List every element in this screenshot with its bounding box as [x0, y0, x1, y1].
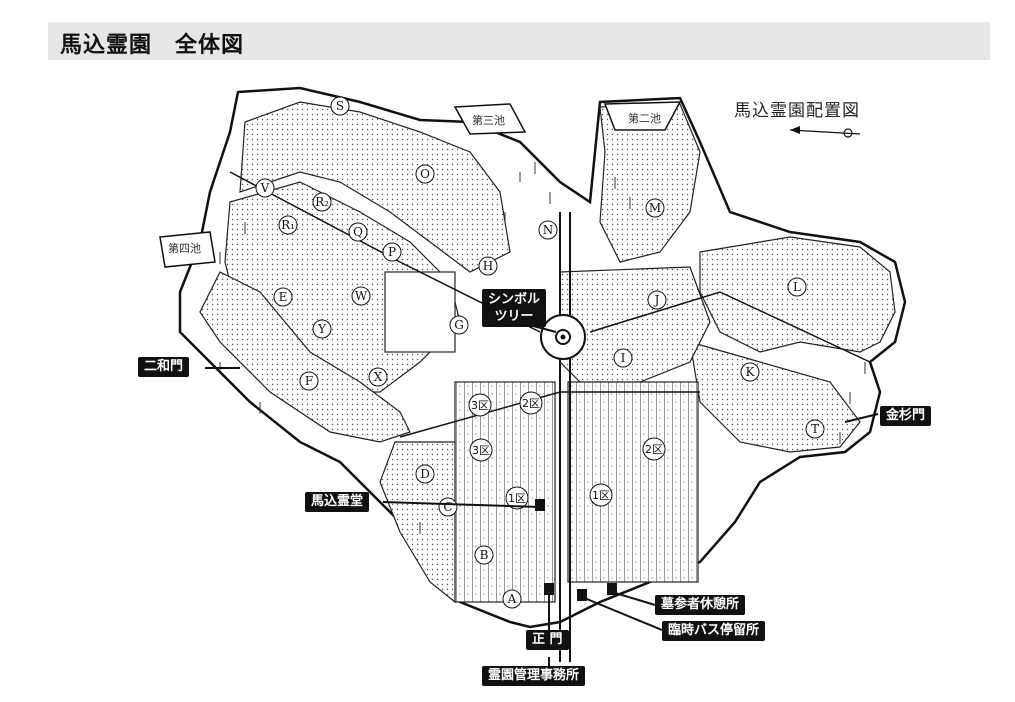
area-lower-left [379, 441, 456, 604]
cross-road-lower [399, 391, 700, 438]
section-label: B [480, 548, 489, 562]
section-label: N [543, 223, 554, 237]
open-plaza [384, 271, 456, 353]
block-label: 2区 [645, 443, 663, 456]
block-label: 2区 [522, 397, 540, 410]
block-label: 3区 [471, 399, 489, 412]
section-label: F [305, 374, 313, 388]
section-label: V [260, 181, 270, 195]
section-label: K [746, 365, 756, 379]
label-symbol-tree: シンボル ツリー [482, 289, 547, 327]
numbered-blocks: 1区 1区 2区 2区 3区 3区 [468, 391, 666, 510]
map-header: 馬込霊園配置図 [734, 101, 860, 121]
section-label: R₁ [281, 218, 295, 232]
area-left-lower [199, 271, 411, 443]
label-magome-reido: 馬込霊堂 [305, 492, 370, 512]
map-drawing: S V R₂ R₁ Q P O N M L K J I H G W X Y E … [159, 86, 907, 670]
pond-second [603, 101, 682, 131]
section-label: P [388, 245, 396, 259]
pond-third [453, 103, 527, 135]
symbol-tree-line1: シンボル [488, 292, 541, 307]
section-label: Q [353, 225, 363, 239]
tree-marks [219, 162, 866, 534]
section-label: Y [317, 322, 327, 336]
section-label: O [420, 167, 430, 181]
section-label: E [279, 290, 288, 304]
section-label: X [374, 370, 383, 384]
section-label: T [811, 422, 819, 436]
section-label: M [649, 201, 661, 215]
cross-road-right [589, 291, 871, 363]
section-letters: S V R₂ R₁ Q P O N M L K J I H G W X Y E … [255, 96, 825, 609]
pond-fourth-label: 第四池 [168, 242, 201, 255]
cemetery-map: S V R₂ R₁ Q P O N M L K J I H G W X Y E … [0, 62, 1015, 702]
pond-fourth [159, 231, 216, 268]
section-label: A [507, 592, 517, 606]
area-upper-left [239, 101, 511, 273]
pond-second-label: 第二池 [628, 112, 661, 125]
section-label: G [454, 318, 464, 332]
area-top-middle [599, 103, 701, 263]
label-main-gate: 正 門 [526, 630, 569, 650]
section-label: I [621, 351, 626, 365]
section-label: W [355, 289, 368, 303]
symbol-tree-line2: ツリー [494, 309, 534, 324]
callout-lines [205, 321, 879, 670]
symbol-tree-mark [555, 329, 571, 345]
north-arrow [789, 129, 861, 135]
page-title: 馬込霊園 全体図 [60, 33, 245, 58]
section-label: D [420, 467, 430, 481]
section-label: J [653, 293, 660, 307]
label-rest-house: 墓参者休憩所 [655, 595, 746, 615]
block-label: 3区 [472, 444, 490, 457]
section-label: L [793, 280, 801, 294]
section-label: H [483, 259, 493, 273]
area-lower-grid-right [567, 381, 699, 583]
section-label: C [443, 500, 452, 514]
block-label: 1区 [508, 492, 526, 505]
label-kanasugimon: 金杉門 [880, 406, 932, 426]
section-label: R₂ [315, 195, 329, 209]
area-lower-grid-left [454, 381, 556, 603]
block-label: 1区 [592, 489, 610, 502]
section-label: S [336, 99, 344, 113]
title-bar: 馬込霊園 全体図 [48, 22, 990, 60]
label-nikamon: 二和門 [138, 357, 190, 377]
pond-third-label: 第三池 [472, 114, 505, 127]
label-temp-bus-stop: 臨時バス停留所 [662, 621, 766, 641]
label-management-office: 霊園管理事務所 [482, 666, 586, 686]
